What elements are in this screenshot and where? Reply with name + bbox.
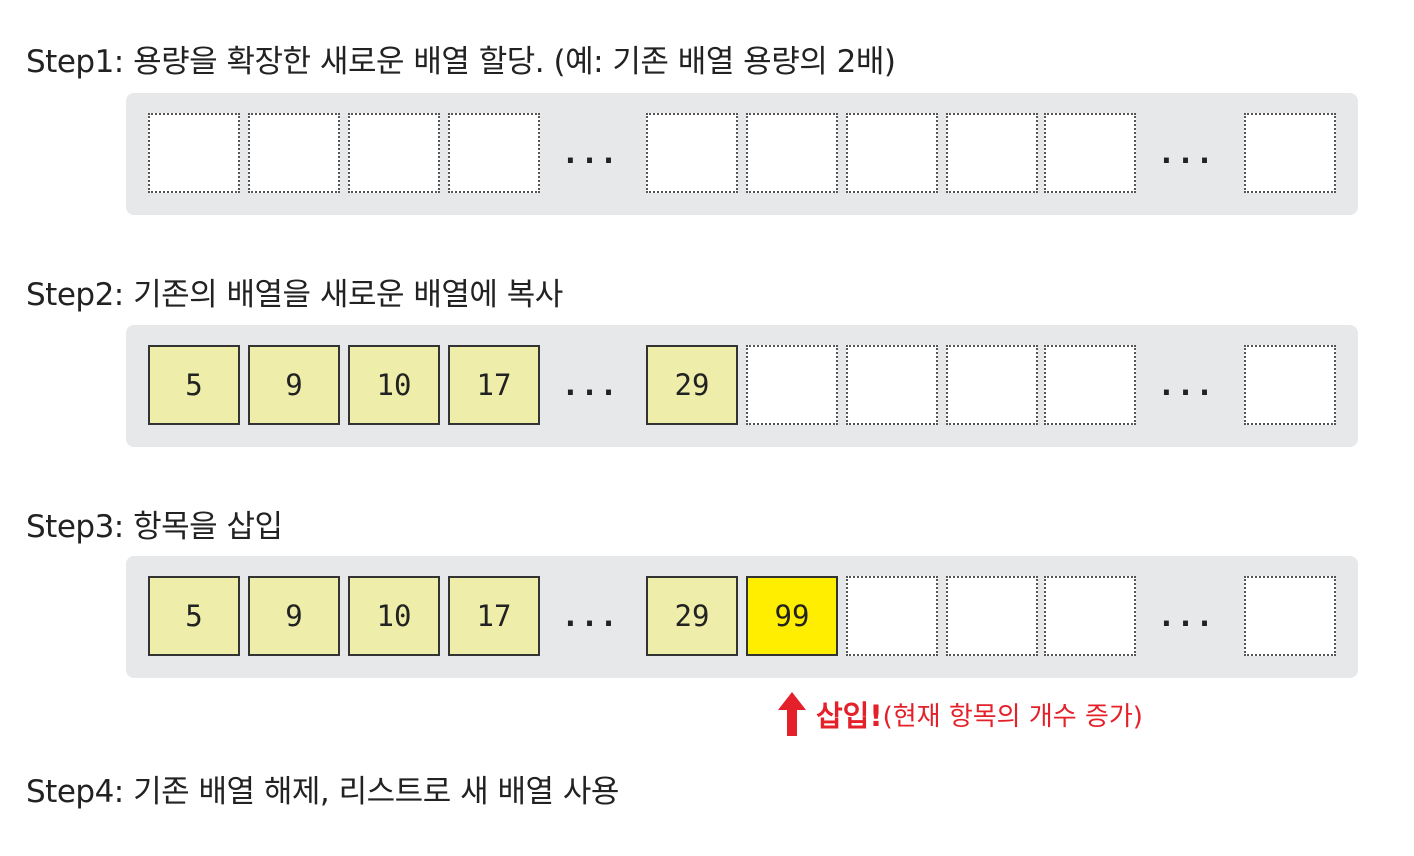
array-cell [1044, 113, 1136, 193]
insert-description: (현재 항목의 개수 증가) [882, 701, 1143, 732]
array-cell: 17 [448, 576, 540, 656]
array-cell: 29 [646, 345, 738, 425]
insert-label: 삽입! [816, 699, 883, 733]
array-cell [946, 113, 1038, 193]
array-cell: 10 [348, 345, 440, 425]
array-cell [846, 113, 938, 193]
step1-title: Step1: 용량을 확장한 새로운 배열 할당. (예: 기존 배열 용량의 … [26, 44, 896, 80]
array-cell [1044, 345, 1136, 425]
array-cell [846, 345, 938, 425]
array-cell: 9 [248, 345, 340, 425]
arrow-up-icon [778, 692, 806, 736]
array-cell: 5 [148, 576, 240, 656]
inserted-cell: 99 [746, 576, 838, 656]
step2-array: 5 9 10 17 ... 29 ... [126, 325, 1358, 447]
ellipsis: ... [561, 135, 619, 171]
array-cell [946, 345, 1038, 425]
step2-title: Step2: 기존의 배열을 새로운 배열에 복사 [26, 277, 563, 313]
array-cell [646, 113, 738, 193]
array-cell: 17 [448, 345, 540, 425]
array-cell [946, 576, 1038, 656]
array-cell [746, 113, 838, 193]
step3-title: Step3: 항목을 삽입 [26, 509, 283, 545]
array-cell [148, 113, 240, 193]
array-cell: 5 [148, 345, 240, 425]
ellipsis: ... [1157, 367, 1215, 403]
step1-array: ... ... [126, 93, 1358, 215]
step3-array: 5 9 10 17 ... 29 99 ... [126, 556, 1358, 678]
array-cell: 9 [248, 576, 340, 656]
ellipsis: ... [561, 598, 619, 634]
array-cell [248, 113, 340, 193]
array-cell [1244, 576, 1336, 656]
step4-title: Step4: 기존 배열 해제, 리스트로 새 배열 사용 [26, 774, 619, 810]
array-cell [348, 113, 440, 193]
ellipsis: ... [561, 367, 619, 403]
ellipsis: ... [1157, 135, 1215, 171]
array-cell [1244, 113, 1336, 193]
array-cell [1044, 576, 1136, 656]
ellipsis: ... [1157, 598, 1215, 634]
array-cell: 10 [348, 576, 440, 656]
insert-note: 삽입! (현재 항목의 개수 증가) [778, 684, 1143, 744]
array-cell [846, 576, 938, 656]
array-cell [448, 113, 540, 193]
array-cell: 29 [646, 576, 738, 656]
array-cell [746, 345, 838, 425]
array-cell [1244, 345, 1336, 425]
